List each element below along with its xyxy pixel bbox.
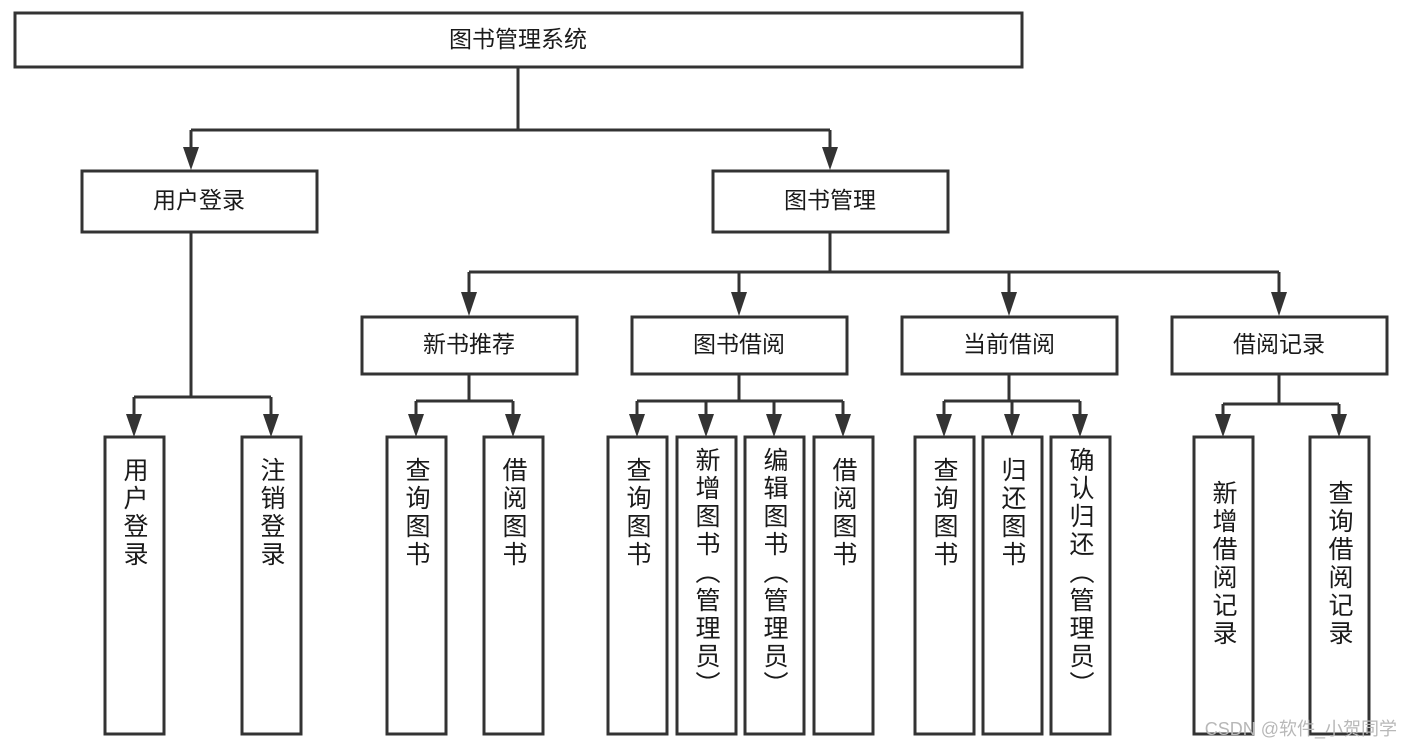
- arrow-icon-login-leaf-2: [263, 414, 279, 437]
- leaf-add-borrow-record-box[interactable]: [1192, 435, 1255, 736]
- leaf-query-book-newbook-box[interactable]: [385, 435, 448, 736]
- arrow-icon-borrow-leaf-4: [835, 414, 851, 437]
- arrow-icon-newbook-leaf-1: [408, 414, 424, 437]
- leaf-return-book-box[interactable]: [981, 435, 1044, 736]
- leaf-query-book-current[interactable]: 查询图书: [913, 435, 976, 736]
- arrow-icon-to-bookmgmt: [822, 147, 838, 170]
- leaf-confirm-return-admin-box[interactable]: [1049, 435, 1112, 736]
- arrow-icon-records-leaf-1: [1215, 414, 1231, 437]
- leaf-query-book-borrow[interactable]: 查询图书: [606, 435, 669, 736]
- node-book-borrow-box[interactable]: [630, 315, 849, 376]
- node-user-login[interactable]: 用户登录: [80, 169, 319, 234]
- arrow-icon-to-records: [1271, 292, 1287, 316]
- leaf-logout-label: 注销登录: [257, 457, 286, 569]
- node-book-management-label: 图书管理: [784, 187, 876, 213]
- node-new-book-recommend-box[interactable]: [360, 315, 579, 376]
- arrow-icon-current-leaf-2: [1004, 414, 1020, 437]
- node-book-borrow-label: 图书借阅: [693, 331, 785, 357]
- arrow-icon-newbook-leaf-2: [505, 414, 521, 437]
- arrow-icon-to-current: [1001, 292, 1017, 316]
- leaf-user-login-box[interactable]: [103, 435, 166, 736]
- leaf-query-borrow-record[interactable]: 查询借阅记录: [1308, 435, 1371, 736]
- leaf-query-book-borrow-box[interactable]: [606, 435, 669, 736]
- node-borrow-records[interactable]: 借阅记录: [1170, 315, 1389, 376]
- leaf-add-book-admin-label: 新增图书（管理员）: [692, 447, 721, 699]
- node-root[interactable]: 图书管理系统: [13, 11, 1024, 69]
- leaf-query-book-borrow-label: 查询图书: [623, 457, 652, 569]
- node-borrow-records-box[interactable]: [1170, 315, 1389, 376]
- leaf-query-borrow-record-label: 查询借阅记录: [1325, 480, 1354, 648]
- leaf-edit-book-admin-label: 编辑图书（管理员）: [760, 447, 789, 699]
- leaf-user-login-label: 用户登录: [120, 457, 149, 569]
- node-root-box[interactable]: [13, 11, 1024, 69]
- arrow-icon-current-leaf-1: [936, 414, 952, 437]
- arrow-icon-borrow-leaf-1: [629, 414, 645, 437]
- arrow-icon-borrow-leaf-2: [698, 414, 714, 437]
- leaf-logout-box[interactable]: [240, 435, 303, 736]
- leaf-edit-book-admin[interactable]: 编辑图书（管理员）: [743, 435, 806, 736]
- leaf-user-login[interactable]: 用户登录: [103, 435, 166, 736]
- leaf-add-book-admin-box[interactable]: [675, 435, 738, 736]
- node-book-management-box[interactable]: [711, 169, 950, 234]
- arrow-icon-to-login: [183, 147, 199, 170]
- node-borrow-records-label: 借阅记录: [1233, 331, 1325, 357]
- node-new-book-recommend[interactable]: 新书推荐: [360, 315, 579, 376]
- leaf-logout[interactable]: 注销登录: [240, 435, 303, 736]
- leaf-add-book-admin[interactable]: 新增图书（管理员）: [675, 435, 738, 736]
- leaf-query-book-current-label: 查询图书: [930, 457, 959, 569]
- arrow-icon-to-borrow: [731, 292, 747, 316]
- node-user-login-label: 用户登录: [153, 187, 245, 213]
- leaf-confirm-return-admin-label: 确认归还（管理员）: [1066, 447, 1095, 699]
- node-current-borrow-label: 当前借阅: [963, 331, 1055, 357]
- arrow-icon-login-leaf-1: [126, 414, 142, 437]
- arrow-icon-current-leaf-3: [1072, 414, 1088, 437]
- node-current-borrow[interactable]: 当前借阅: [900, 315, 1119, 376]
- node-user-login-box[interactable]: [80, 169, 319, 234]
- arrow-icon-borrow-leaf-3: [766, 414, 782, 437]
- leaf-borrow-book-borrow-label: 借阅图书: [829, 457, 858, 569]
- leaf-query-borrow-record-box[interactable]: [1308, 435, 1371, 736]
- leaf-borrow-book-borrow-box[interactable]: [812, 435, 875, 736]
- leaf-borrow-book-newbook-label: 借阅图书: [499, 457, 528, 569]
- leaf-query-book-newbook-label: 查询图书: [402, 457, 431, 569]
- leaf-add-borrow-record[interactable]: 新增借阅记录: [1192, 435, 1255, 736]
- node-new-book-recommend-label: 新书推荐: [423, 331, 515, 357]
- arrow-icon-records-leaf-2: [1331, 414, 1347, 437]
- leaf-edit-book-admin-box[interactable]: [743, 435, 806, 736]
- node-current-borrow-box[interactable]: [900, 315, 1119, 376]
- leaf-borrow-book-borrow[interactable]: 借阅图书: [812, 435, 875, 736]
- leaf-add-borrow-record-label: 新增借阅记录: [1209, 480, 1238, 648]
- leaf-borrow-book-newbook-box[interactable]: [482, 435, 545, 736]
- leaf-return-book[interactable]: 归还图书: [981, 435, 1044, 736]
- leaf-query-book-newbook[interactable]: 查询图书: [385, 435, 448, 736]
- node-book-borrow[interactable]: 图书借阅: [630, 315, 849, 376]
- node-book-management[interactable]: 图书管理: [711, 169, 950, 234]
- leaf-return-book-label: 归还图书: [998, 457, 1027, 569]
- arrow-icon-to-newbook: [461, 292, 477, 316]
- leaf-query-book-current-box[interactable]: [913, 435, 976, 736]
- node-root-label: 图书管理系统: [449, 26, 587, 52]
- leaf-borrow-book-newbook[interactable]: 借阅图书: [482, 435, 545, 736]
- leaf-confirm-return-admin[interactable]: 确认归还（管理员）: [1049, 435, 1112, 736]
